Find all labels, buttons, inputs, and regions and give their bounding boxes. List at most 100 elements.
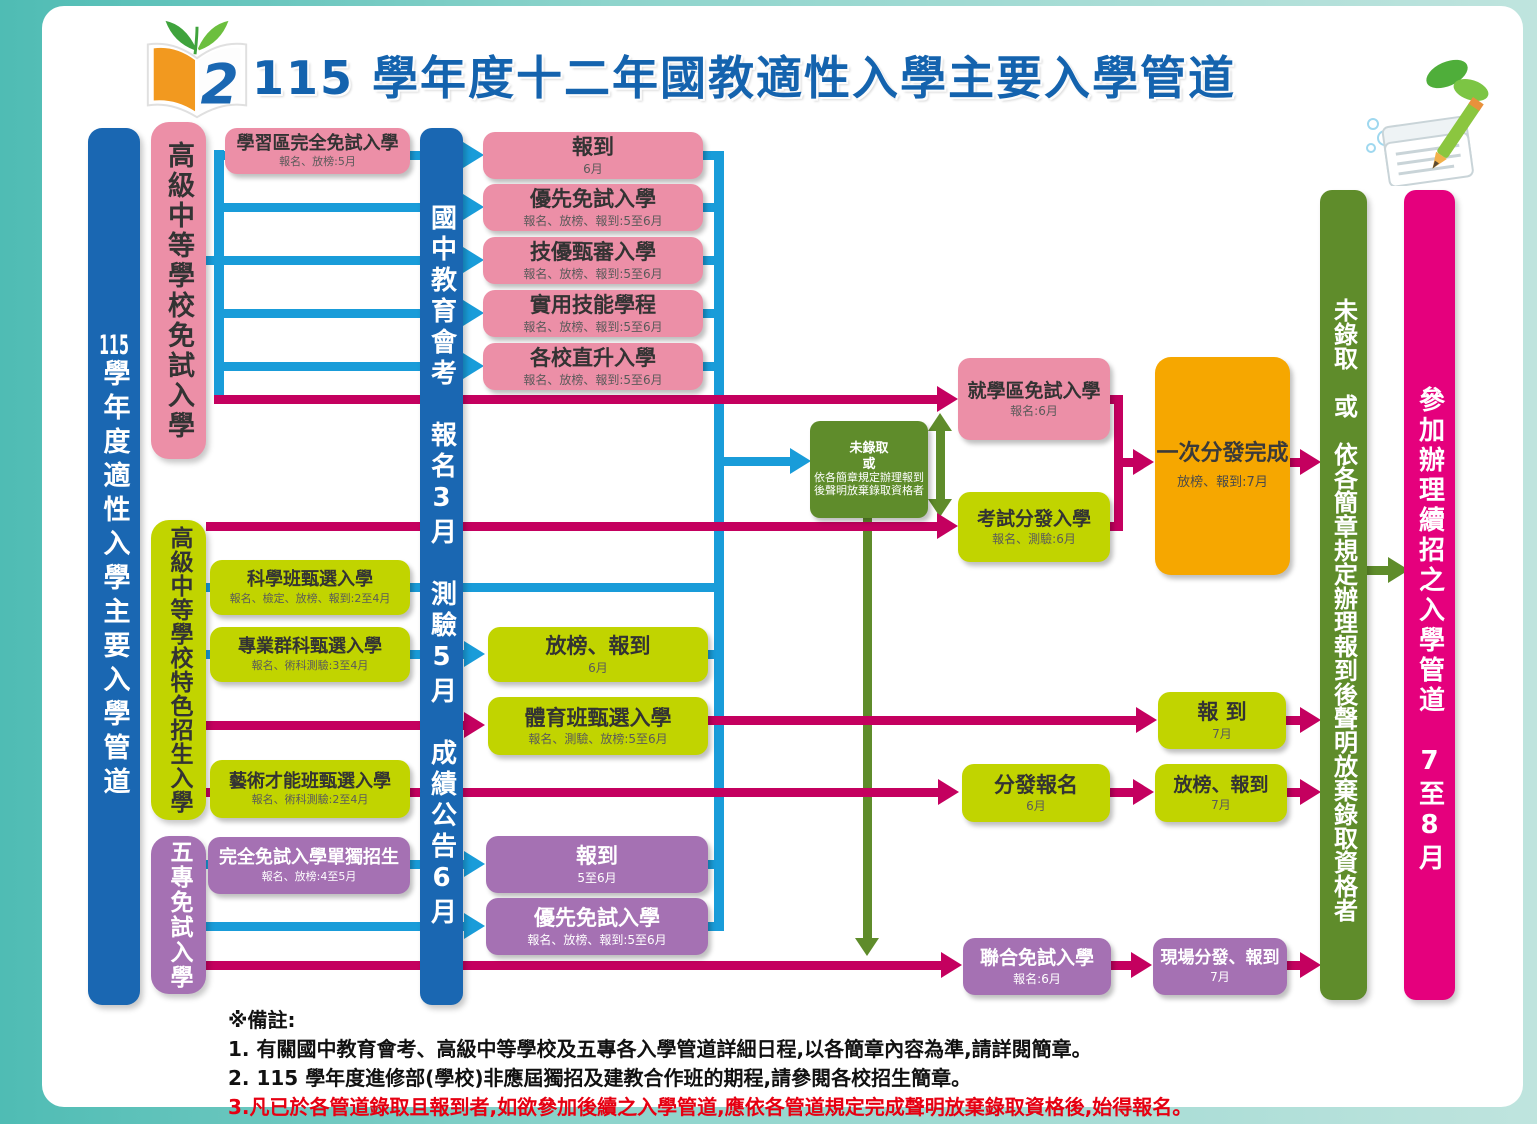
box-arts-class: 藝術才能班甄選入學報名、術科測驗:2至4月	[210, 760, 410, 818]
stub-r5	[700, 362, 716, 371]
green-double-shaft	[936, 430, 945, 500]
box-skill-select: 技優甄審入學報名、放榜、報到:5至6月	[483, 237, 703, 284]
arrow-onsite-to-bar	[1300, 952, 1321, 978]
bar-hs-free-admission: 高級中等學校免試入學	[151, 122, 206, 459]
arrow-to-onsite	[1131, 952, 1152, 978]
crimson-rowA	[214, 395, 938, 404]
bar-exam-schedule: 國中教育會考 報名3月 測驗5月 成績公告6月	[420, 128, 463, 1005]
flow-line-row3	[214, 256, 464, 265]
flow-line-5yr-row2	[206, 922, 464, 931]
stub-announce-jun	[704, 650, 718, 659]
page-title: 115 學年度十二年國教適性入學主要入學管道	[252, 51, 1237, 105]
stub-priority-5yr	[704, 922, 718, 931]
flow-line-left-trunk	[214, 150, 224, 403]
arrow-to-announce-jun	[464, 641, 485, 667]
crimson-rowE-1	[206, 961, 943, 970]
elbow-horizontal	[1118, 458, 1135, 467]
stub-r3	[700, 256, 716, 265]
footnotes: ※備註: 1. 有關國中教育會考、高級中等學校及五專各入學管道詳細日程,以各簡章…	[228, 1006, 1228, 1122]
bar-main-number: 115	[99, 332, 129, 359]
box-exam-placement: 考試分發入學報名、測驗:6月	[958, 492, 1110, 562]
green-double-arrow-up	[928, 413, 952, 431]
bar-continue-admission: 參加辦理續招之入學管道 7至8月	[1404, 190, 1455, 1000]
arrow-to-checkin-jul	[1136, 707, 1157, 733]
box-priority-free-5yr: 優先免試入學報名、放榜、報到:5至6月	[486, 898, 708, 955]
arrow-to-checkin-56	[464, 851, 485, 877]
bar-five-year-label: 五專免試入學	[166, 840, 192, 990]
box-one-time-placement: 一次分發完成 放榜、報到:7月	[1155, 357, 1290, 575]
box-school-district-free: 就學區免試入學報名:6月	[958, 358, 1110, 440]
crimson-rowD-3	[1287, 788, 1302, 797]
arrow-one-place-to-bar	[1300, 449, 1321, 475]
flow-line-hsfree-stub	[200, 256, 216, 265]
bar-not-admitted: 未錄取 或 依各簡章規定辦理報到後聲明放棄錄取資格者	[1320, 190, 1367, 1000]
green-drop-line	[863, 515, 872, 940]
box-not-admitted-or-waived: 未錄取 或 依各簡章規定辦理報到 後聲明放棄錄取資格者	[810, 421, 928, 518]
arrow-to-skill-select	[463, 247, 484, 273]
flow-line-row4	[214, 309, 464, 318]
arrow-to-district	[937, 386, 958, 412]
bar-continue-label: 參加辦理續招之入學管道 7至8月	[1414, 386, 1445, 874]
crimson-rowC-1	[206, 721, 464, 730]
stub-r4	[700, 309, 716, 318]
arrow-to-joint-free	[941, 952, 962, 978]
crimson-rowE-3	[1287, 961, 1302, 970]
crimson-rowE-2	[1111, 961, 1133, 970]
arrow-to-practical	[463, 300, 484, 326]
flow-line-to-notbox	[714, 457, 792, 466]
svg-text:2: 2	[200, 52, 238, 116]
arrow-to-one-place	[1133, 449, 1154, 475]
footnote-3: 3.凡已於各管道錄取且報到者,如欲參加後續之入學管道,應依各管道規定完成聲明放棄…	[228, 1095, 1193, 1119]
box-practical-skills: 實用技能學程報名、放榜、報到:5至6月	[483, 290, 703, 337]
green-double-arrow-down	[928, 499, 952, 517]
arrow-announce-jul-to-bar	[1300, 779, 1321, 805]
arrow-to-place-reg	[938, 779, 959, 805]
stub-checkin-56	[704, 860, 718, 869]
stub-r1	[700, 151, 716, 160]
box-science-class: 科學班甄選入學報名、檢定、放榜、報到:2至4月	[210, 560, 410, 615]
arrow-to-announce-jul	[1133, 779, 1154, 805]
green-drop-arrow	[855, 938, 879, 956]
arrow-to-direct	[463, 353, 484, 379]
bar-five-year-free: 五專免試入學	[151, 836, 206, 994]
arrow-to-priority-free	[463, 194, 484, 220]
crimson-rowC-2	[708, 716, 1136, 725]
green-to-magenta-arrow	[1388, 557, 1409, 583]
bar-not-admitted-label: 未錄取 或 依各簡章規定辦理報到後聲明放棄錄取資格者	[1329, 298, 1358, 922]
crimson-rowD-1	[206, 788, 940, 797]
flow-line-row5	[214, 362, 464, 371]
flow-collector	[714, 151, 724, 931]
bar-hs-special-label: 高級中等學校特色招生入學	[166, 526, 192, 814]
crimson-rowD-2	[1110, 788, 1135, 797]
box-pe-class: 體育班甄選入學報名、測驗、放榜:5至6月	[488, 697, 708, 755]
bar-hs-special-admission: 高級中等學校特色招生入學	[151, 520, 206, 820]
arrow-to-notbox	[790, 448, 811, 474]
flow-line-row2	[214, 203, 464, 212]
arrow-checkin-jul-to-bar	[1300, 707, 1321, 733]
crimson-rowB	[206, 522, 938, 531]
arrow-to-pe	[464, 712, 485, 738]
crimson-rowC-3	[1286, 716, 1302, 725]
box-direct-admission: 各校直升入學報名、放榜、報到:5至6月	[483, 343, 703, 390]
box-vocational-group: 專業群科甄選入學報名、術科測驗:3至4月	[210, 627, 410, 682]
bar-exam-label: 國中教育會考 報名3月 測驗5月 成績公告6月	[426, 204, 457, 929]
arrow-to-exam-place	[937, 513, 958, 539]
box-full-free-independent: 完全免試入學單獨招生報名、放榜:4至5月	[208, 837, 410, 894]
footnote-1: 1. 有關國中教育會考、高級中等學校及五專各入學管道詳細日程,以各簡章內容為準,…	[228, 1037, 1092, 1061]
bar-hs-free-label: 高級中等學校免試入學	[163, 140, 194, 441]
footnote-head: ※備註:	[228, 1008, 296, 1032]
bar-main-label: 學年度適性入學主要入學管道	[98, 359, 130, 801]
footnote-2: 2. 115 學年度進修部(學校)非應屆獨招及建教合作班的期程,請參閱各校招生簡…	[228, 1066, 972, 1090]
arrow-to-checkin-jun	[463, 142, 484, 168]
stub-r2	[700, 203, 716, 212]
green-to-magenta-shaft	[1367, 566, 1391, 575]
notebook-pencil-decoration-icon	[1366, 59, 1489, 186]
